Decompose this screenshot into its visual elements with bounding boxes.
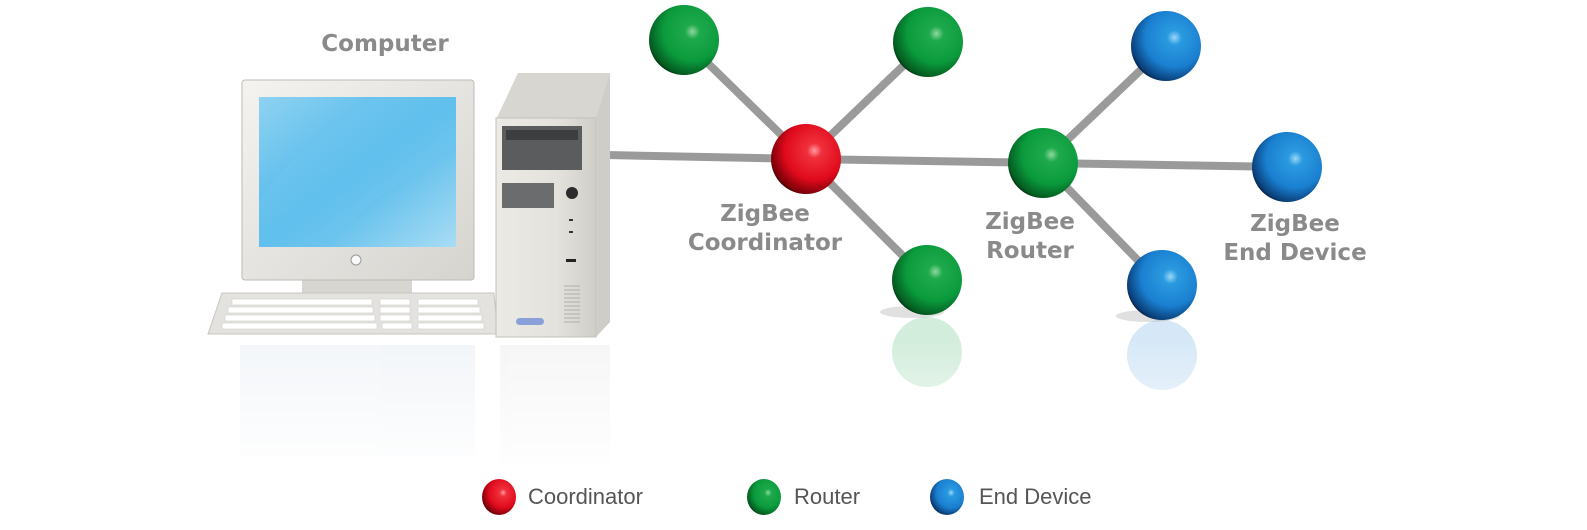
tower-badge <box>516 318 544 325</box>
router-node-3 <box>892 245 962 315</box>
coordinator-label-line1: ZigBee <box>720 201 810 227</box>
router-node-2 <box>893 7 963 77</box>
green-sphere-icon <box>747 479 781 515</box>
router-label: ZigBee Router <box>960 208 1100 266</box>
computer-label: Computer <box>321 31 449 57</box>
router-label-line2: Router <box>986 238 1074 264</box>
end-device-node-2 <box>1252 132 1322 202</box>
computer-tower <box>495 73 610 338</box>
end-device-label-line2: End Device <box>1223 240 1367 266</box>
network-nodes <box>649 5 1322 320</box>
legend-icons <box>482 479 964 515</box>
keyboard <box>207 292 499 335</box>
floppy-drive-bay <box>502 183 554 208</box>
end-device-node-3 <box>1127 250 1197 320</box>
coordinator-label-line2: Coordinator <box>687 230 843 256</box>
coordinator-label: ZigBee Coordinator <box>680 200 850 258</box>
legend-end-device: End Device <box>979 484 1092 509</box>
router-label-line1: ZigBee <box>985 209 1075 235</box>
legend-coordinator: Coordinator <box>528 484 643 509</box>
router-node-1 <box>649 5 719 75</box>
red-sphere-icon <box>482 479 516 515</box>
end-device-node-1 <box>1131 11 1201 81</box>
router-node-main <box>1008 128 1078 198</box>
blue-sphere-icon <box>930 479 964 515</box>
link-coordinator-router <box>802 155 1047 167</box>
end-device-label-line1: ZigBee <box>1250 211 1340 237</box>
end-device-label: ZigBee End Device <box>1210 210 1380 268</box>
coordinator-node <box>771 124 841 194</box>
computer-monitor <box>241 79 475 298</box>
tower-power-button <box>566 187 578 199</box>
monitor-power-button <box>350 254 362 266</box>
legend-router: Router <box>794 484 861 509</box>
link-router-end-device-2 <box>1039 159 1291 171</box>
